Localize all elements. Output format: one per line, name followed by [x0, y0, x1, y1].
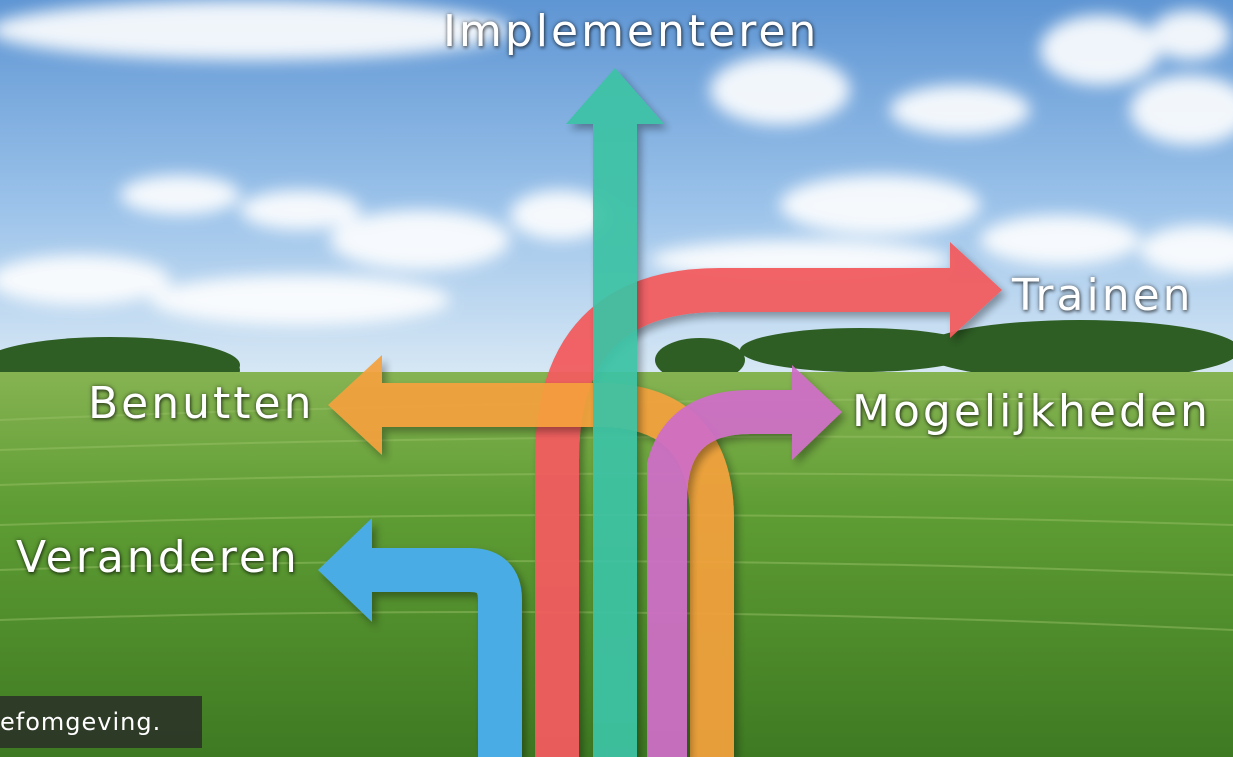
- label-trainen: Trainen: [1012, 270, 1194, 321]
- label-benutten: Benutten: [88, 378, 315, 429]
- mogelijkheden-arrow: [643, 365, 842, 757]
- clouds: [0, 0, 1233, 325]
- label-implementeren: Implementeren: [443, 6, 820, 57]
- veranderen-arrow: [318, 518, 522, 757]
- implementeren-arrow: [566, 68, 664, 757]
- label-veranderen: Veranderen: [16, 532, 300, 583]
- treeline: [0, 320, 1233, 393]
- caption-overlay: efomgeving.: [0, 696, 202, 748]
- label-mogelijkheden: Mogelijkheden: [852, 386, 1211, 437]
